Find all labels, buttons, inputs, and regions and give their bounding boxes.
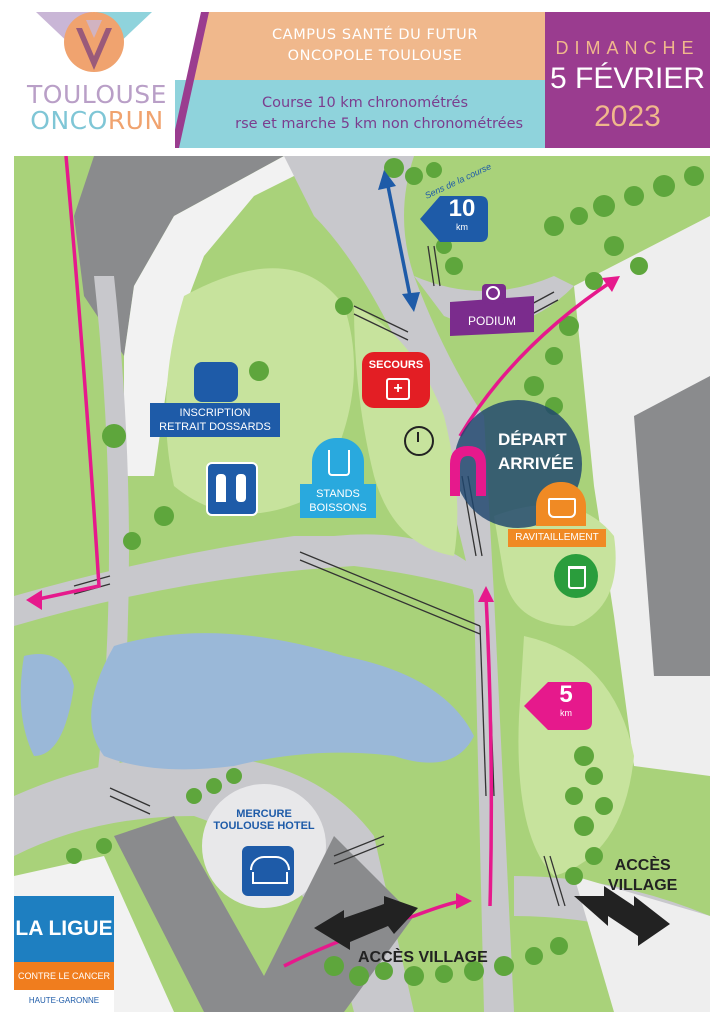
inscription-line1: INSCRIPTION [179,407,251,419]
logo-title-line2: ONCORUN [22,108,172,134]
ravitaillement-label: RAVITAILLEMENT [508,529,606,547]
inscription-label: INSCRIPTION RETRAIT DOSSARDS [150,403,280,437]
sponsor-line3: HAUTE-GARONNE [28,996,100,1005]
band-slash-decoration [175,12,235,148]
sponsor-line1: LA LIGUE [14,896,114,962]
badge-5km-unit: km [560,708,572,718]
race-line1: Course 10 km chronométrés [261,95,468,111]
venue-text: CAMPUS SANTÉ DU FUTUR ONCOPOLE TOULOUSE [205,25,545,67]
stands-line1: STANDS [316,488,360,500]
secours-label: SECOURS [368,359,424,371]
map-pin-10km-icon [420,196,488,242]
hotel-label: MERCURE TOULOUSE HOTEL [204,808,324,832]
start-finish-arch-icon [450,446,486,496]
event-map: 10 km Sens de la course PODIUM SECOURS +… [14,156,710,1012]
venue-line1: CAMPUS SANTÉ DU FUTUR [271,27,479,43]
reception-desk-icon [194,362,238,402]
race-band: Course 10 km chronométrés Course et marc… [175,80,545,148]
drink-cup-icon [312,438,364,486]
acces-village-bottom: ACCÈS VILLAGE [358,949,488,966]
stopwatch-icon [404,426,434,456]
badge-10km-unit: km [456,222,468,232]
badge-5km-value: 5 [559,681,573,708]
date-year: 2023 [594,100,661,133]
hotel-bed-icon [242,846,294,896]
depart-text: DÉPART [498,430,567,449]
date-month: 5 FÉVRIER [549,62,706,95]
basket-icon [536,482,586,526]
logo-title-line1: TOULOUSE [27,80,167,109]
badge-10km-value: 10 [448,195,476,222]
inscription-line2: RETRAIT DOSSARDS [159,421,271,433]
header: TOULOUSE ONCORUN CAMPUS SANTÉ DU FUTUR O… [0,0,724,152]
badge-10km: 10 km [434,195,490,233]
stands-line2: BOISSONS [309,502,367,514]
hotel-line1: MERCURE [236,808,292,820]
hotel-line2: TOULOUSE HOTEL [213,820,315,832]
venue-line2: ONCOPOLE TOULOUSE [287,48,463,64]
logo-onco: ONCO [30,106,108,135]
badge-5km: 5 km [544,681,588,719]
sponsor-line2: CONTRE LE CANCER [14,962,114,990]
map-base [14,156,710,1012]
race-line2: Course et marche 5 km non chronométrées [206,116,524,132]
trash-bin-icon [554,554,598,598]
sponsor-logo: LA LIGUE CONTRE LE CANCER HAUTE-GARONNE [14,896,114,1014]
date-box: DIMANCHE 5 FÉVRIER 2023 [545,12,710,148]
venue-band: CAMPUS SANTÉ DU FUTUR ONCOPOLE TOULOUSE [205,12,545,80]
toilets-icon [206,462,258,516]
acces-village-right-line2: VILLAGE [608,877,678,894]
microphone-icon [486,286,500,300]
podium-label: PODIUM [468,314,516,328]
oncorun-logo-icon [36,12,152,72]
arrivee-text: ARRIVÉE [498,454,574,473]
acces-village-right-line1: ACCÈS [614,857,671,874]
date-day: DIMANCHE [555,38,700,58]
first-aid-cross: + [386,378,410,400]
depart-label: DÉPART ARRIVÉE [498,428,574,476]
race-text: Course 10 km chronométrés Course et marc… [185,93,545,135]
map-pin-5km-icon [524,682,592,730]
stands-label: STANDS BOISSONS [300,484,376,518]
acces-village-right: ACCÈS VILLAGE [608,856,677,896]
logo-run: RUN [107,106,164,135]
